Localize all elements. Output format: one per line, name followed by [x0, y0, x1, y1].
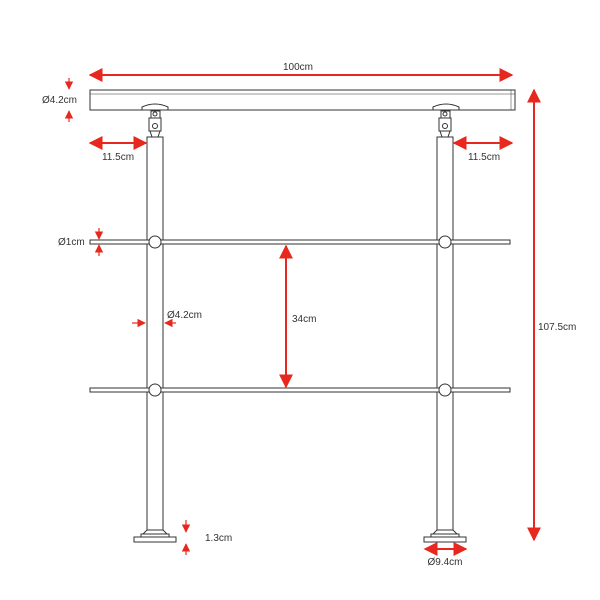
right-bracket [432, 103, 460, 138]
left-post [146, 136, 164, 531]
label-top-width: 100cm [283, 62, 313, 73]
label-rod-diameter: Ø1cm [58, 237, 85, 248]
lower-rod [89, 387, 511, 393]
connector [148, 235, 162, 249]
label-right-offset: 11.5cm [468, 152, 500, 163]
handrail [89, 89, 516, 111]
dimension-lines [64, 68, 541, 556]
label-post-diameter: Ø4.2cm [167, 310, 202, 321]
label-handrail-diameter: Ø4.2cm [42, 95, 77, 106]
label-rail-spacing: 34cm [292, 314, 316, 325]
label-base-diameter: Ø9.4cm [427, 557, 462, 568]
left-bracket [141, 103, 169, 138]
dimension-labels: 100cm Ø4.2cm 11.5cm 11.5cm Ø1cm Ø4.2cm 3… [42, 62, 576, 568]
label-total-height: 107.5cm [538, 322, 576, 333]
connector [148, 383, 162, 397]
label-base-thickness: 1.3cm [205, 533, 232, 544]
right-post [436, 136, 454, 531]
left-base [133, 529, 177, 543]
label-left-offset: 11.5cm [102, 152, 134, 163]
railing-structure [89, 89, 516, 543]
connector [438, 235, 452, 249]
right-base [423, 529, 467, 543]
upper-rod [89, 239, 511, 245]
connector [438, 383, 452, 397]
